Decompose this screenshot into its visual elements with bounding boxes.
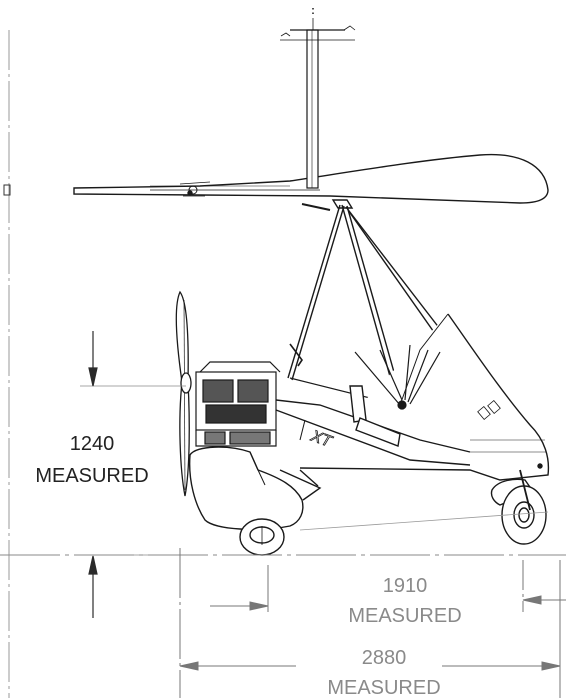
left-edge-mark bbox=[3, 184, 11, 196]
height-dimension-value: 1240 bbox=[70, 433, 115, 455]
width-dimension-lines bbox=[179, 548, 566, 698]
width-short-dimension-value: 1910 bbox=[383, 575, 428, 597]
control-cables bbox=[289, 343, 441, 410]
engine bbox=[195, 361, 281, 447]
nose-wheel bbox=[490, 469, 547, 545]
width-short-dimension-note: MEASURED bbox=[348, 605, 461, 627]
height-dimension-note: MEASURED bbox=[35, 465, 148, 487]
main-gear-leg bbox=[279, 469, 322, 501]
width-long-dimension-note: MEASURED bbox=[327, 677, 440, 698]
width-long-dimension-value: 2880 bbox=[362, 647, 407, 669]
king-post bbox=[280, 8, 356, 189]
height-dimension-lines bbox=[80, 331, 186, 618]
ground-slope-line bbox=[299, 511, 549, 531]
propeller bbox=[175, 290, 192, 497]
rear-wheel-spat bbox=[188, 446, 304, 556]
trolley-pod: XT bbox=[275, 313, 550, 481]
